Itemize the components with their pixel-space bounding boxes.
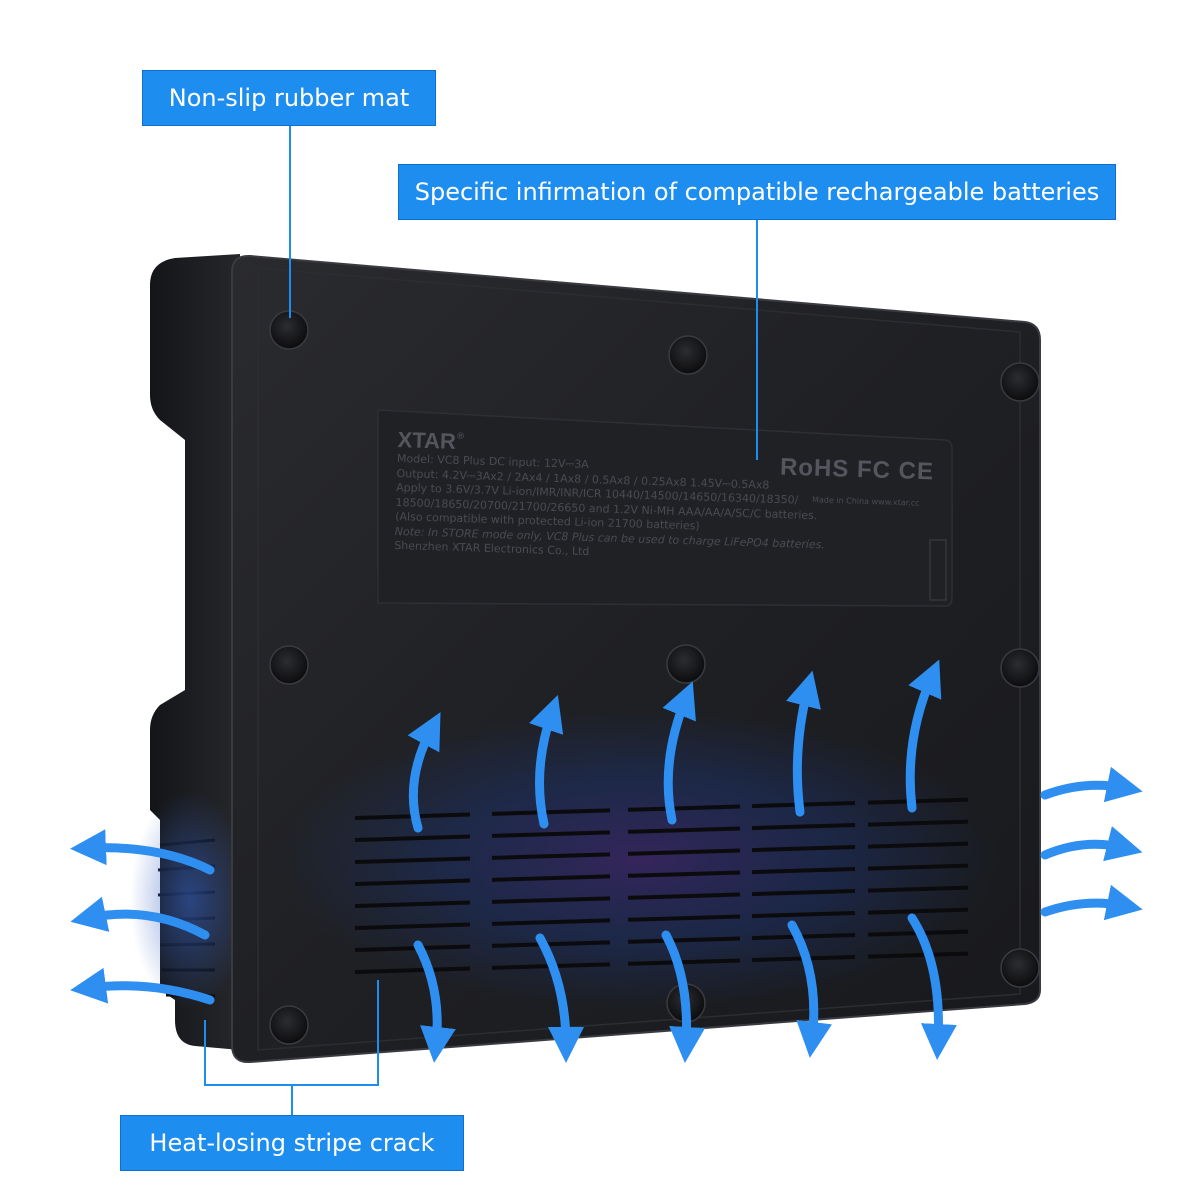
device-side [130, 254, 250, 1050]
vent-slot [491, 808, 611, 816]
rubber-foot [1000, 362, 1040, 402]
xtar-logo: XTAR [397, 427, 457, 454]
airflow-arrow [407, 712, 441, 833]
rubber-foot [269, 1005, 309, 1045]
airflow-arrow [662, 681, 696, 825]
vent-slot [867, 885, 969, 893]
vent-slot [867, 907, 969, 915]
vent-slot [491, 830, 611, 838]
vent-slot [751, 823, 856, 831]
airflow-arrow [786, 670, 821, 817]
callout-rubber-mat: Non-slip rubber mat [142, 70, 436, 126]
vent-slot [627, 848, 741, 856]
vent-slot [491, 852, 611, 860]
vent-slot [867, 797, 969, 805]
airflow-arrow [905, 659, 942, 813]
vent-slot [751, 845, 856, 853]
airflow-arrow [787, 920, 833, 1058]
vent-slot [867, 819, 969, 827]
rubber-foot [269, 645, 309, 685]
vent-slot [627, 958, 741, 966]
vent-slot [354, 856, 471, 864]
vent-slot [751, 933, 856, 941]
vent-slot [627, 804, 741, 812]
airflow-arrow [1040, 826, 1143, 862]
airflow-arrow [907, 913, 957, 1060]
vent-slot [491, 896, 611, 904]
airflow-arrow [70, 829, 215, 875]
vent-slot [491, 940, 611, 948]
rubber-foot [666, 644, 706, 684]
airflow-arrow [661, 930, 706, 1063]
vent-slot [491, 874, 611, 882]
vent-slot [751, 889, 856, 897]
airflow-arrow [1040, 884, 1143, 921]
cert-marks: RoHS FC CE [779, 453, 935, 486]
vent-slot [491, 918, 611, 926]
airflow-arrow [535, 933, 584, 1063]
rubber-foot [1000, 948, 1040, 988]
airflow-arrow [529, 694, 564, 829]
vent-slot [627, 914, 741, 922]
airflow-arrow [1040, 766, 1143, 803]
vent-slot [867, 951, 969, 959]
vent-slot [627, 826, 741, 834]
vent-slot [867, 841, 969, 849]
rubber-feet [269, 310, 1040, 1045]
rubber-foot [668, 335, 708, 375]
callout-heat-stripe: Heat-losing stripe crack [120, 1115, 464, 1171]
vent-slot [354, 878, 471, 886]
spec-label [377, 409, 953, 607]
vent-slot [627, 892, 741, 900]
vent-slot [354, 922, 471, 930]
vent-slot [751, 867, 856, 875]
rubber-foot [1000, 648, 1040, 688]
vent-slot [751, 911, 856, 919]
vent-slot [867, 863, 969, 871]
callout-battery-info: Specific infirmation of compatible recha… [398, 164, 1116, 220]
vent-slot [354, 834, 471, 842]
registered-mark: ® [455, 431, 466, 443]
vent-slot [354, 966, 471, 974]
airflow-arrow [70, 967, 215, 1005]
vent-slot [627, 870, 741, 878]
leader-lines [204, 126, 758, 1115]
vent-slot [354, 944, 471, 952]
airflow-arrows [70, 659, 1143, 1063]
airflow-arrow [70, 896, 210, 940]
airflow-arrow [413, 940, 456, 1063]
vent-slot [354, 900, 471, 908]
vent-slot [627, 936, 741, 944]
